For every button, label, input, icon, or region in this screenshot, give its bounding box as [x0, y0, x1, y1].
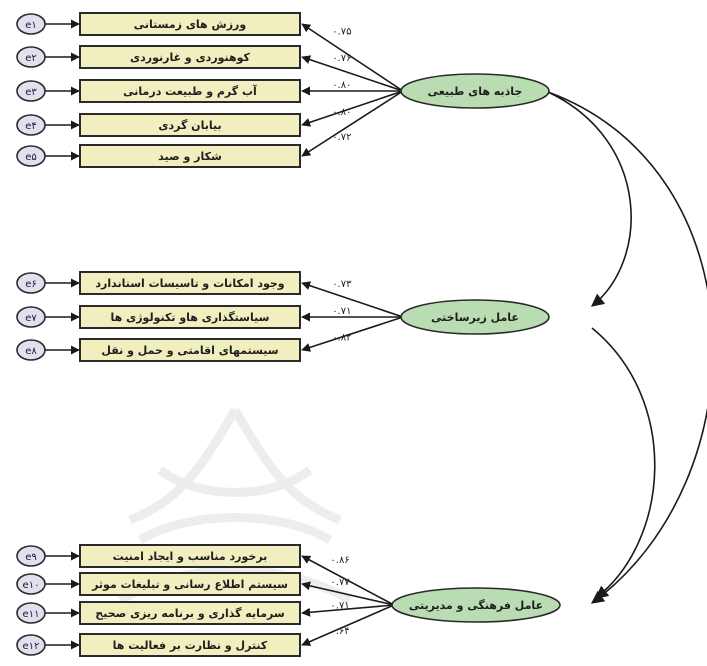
- error-term-label: e۲: [25, 53, 37, 64]
- latent-factor-ellipse: [400, 299, 550, 335]
- indicator-label: سیستم اطلاع رسانی و تبلیغات موثر: [91, 578, 288, 591]
- error-term-circle: [16, 272, 46, 294]
- indicator-label: ورزش های زمستانی: [134, 18, 247, 31]
- error-term-circle: [16, 602, 46, 624]
- indicator-box: [79, 305, 301, 329]
- watermark-seal: [117, 407, 353, 604]
- error-term-circle: [16, 13, 46, 35]
- indicator-box: [79, 544, 301, 568]
- error-term-label: e۹: [25, 552, 37, 563]
- indicator-label: کوهنوردی و غارنوردی: [130, 51, 251, 64]
- error-term-circle: [16, 634, 46, 656]
- loading-value: ۰.۸۲: [332, 332, 351, 343]
- error-term-label: e۷: [25, 313, 37, 324]
- loading-value: ۰.۷۳: [332, 279, 352, 290]
- indicator-label: بیابان گردی: [158, 119, 221, 132]
- loading-value: ۰.۷۷: [330, 577, 350, 588]
- edges-layer: [45, 19, 707, 650]
- indicator-label: آب گرم و طبیعت درمانی: [123, 84, 257, 98]
- loading-path: [301, 604, 395, 617]
- error-term-label: e۴: [25, 121, 37, 132]
- indicator-box: [79, 572, 301, 596]
- loading-value: ۰.۶۴: [330, 626, 349, 637]
- indicator-label: برخورد مناسب و ایجاد امنیت: [113, 550, 268, 563]
- loading-path: [301, 555, 395, 606]
- latent-factor-label: عامل فرهنگی و مدیریتی: [409, 599, 543, 612]
- indicator-label: کنترل و نظارت بر فعالیت ها: [113, 639, 268, 652]
- error-term-circle: [16, 46, 46, 68]
- error-term-label: e۱: [25, 20, 37, 31]
- error-term-label: e۱۰: [23, 580, 40, 591]
- indicator-label: وجود امکانات و تاسیسات استاندارد: [95, 277, 284, 290]
- error-term-circle: [16, 145, 46, 167]
- latent-factor-ellipse: [391, 587, 561, 623]
- loading-path: [301, 55, 404, 92]
- loading-path: [301, 90, 404, 157]
- error-term-circle: [16, 545, 46, 567]
- indicator-box: [79, 601, 301, 625]
- error-term-label: e۶: [25, 279, 37, 290]
- indicator-label: سیستمهای اقامتی و حمل و نقل: [101, 344, 278, 357]
- loading-path: [301, 604, 395, 646]
- indicator-label: سرمایه گذاری و برنامه ریزی صحیح: [95, 607, 284, 620]
- error-term-label: e۸: [25, 346, 37, 357]
- indicator-box: [79, 113, 301, 137]
- loading-path: [301, 90, 404, 127]
- loading-value: ۰.۷۱: [330, 600, 349, 611]
- indicator-box: [79, 144, 301, 168]
- loading-path: [301, 316, 404, 352]
- covariance-path: [547, 91, 707, 604]
- covariance-path: [547, 91, 632, 307]
- error-term-label: e۱۱: [23, 609, 40, 620]
- covariance-path: [591, 327, 656, 599]
- error-term-circle: [16, 339, 46, 361]
- loading-value: ۰.۷۲: [332, 132, 351, 143]
- indicator-box: [79, 633, 301, 657]
- indicator-box: [79, 79, 301, 103]
- error-term-circle: [16, 573, 46, 595]
- loading-path: [301, 281, 404, 318]
- loading-value: ۰.۷۵: [332, 26, 351, 37]
- error-term-circle: [16, 306, 46, 328]
- latent-factor-ellipse: [400, 73, 550, 109]
- indicator-box: [79, 12, 301, 36]
- error-term-label: e۱۲: [23, 641, 40, 652]
- indicator-box: [79, 338, 301, 362]
- nodes-layer: ۰.۷۵ ورزش های زمستانی e۱ ۰.۷۶ کوهنوردی و غار…: [16, 12, 561, 657]
- loading-path: [301, 23, 404, 92]
- latent-factor-label: عامل زیرساختی: [431, 311, 519, 324]
- indicator-box: [79, 45, 301, 69]
- error-term-circle: [16, 114, 46, 136]
- loading-value: ۰.۸۰: [332, 80, 351, 91]
- loading-value: ۰.۷۶: [332, 53, 351, 64]
- indicator-label: سیاستگذاری هاو تکنولوژی ها: [111, 311, 270, 324]
- latent-factor-label: جاذبه های طبیعی: [428, 85, 523, 98]
- error-term-label: e۵: [25, 152, 37, 163]
- loading-value: ۰.۷۱: [332, 306, 351, 317]
- error-term-label: e۳: [25, 87, 37, 98]
- error-term-circle: [16, 80, 46, 102]
- loading-value: ۰.۸۰: [332, 107, 351, 118]
- indicator-box: [79, 271, 301, 295]
- loading-value: ۰.۸۶: [330, 555, 349, 566]
- indicator-label: شکار و صید: [158, 150, 222, 163]
- loading-path: [301, 581, 395, 606]
